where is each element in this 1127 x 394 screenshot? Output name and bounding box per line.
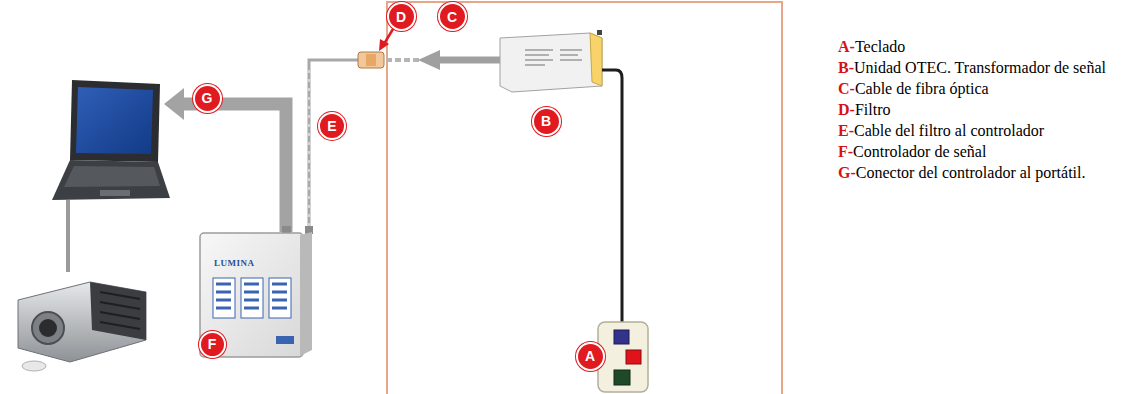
key-description: Cable del filtro al controlador bbox=[854, 122, 1044, 139]
keypad bbox=[598, 322, 648, 392]
key-row: A-Teclado bbox=[838, 36, 1114, 57]
callout-letter: E bbox=[318, 112, 346, 140]
parts-key: A-TecladoB-Unidad OTEC. Transformador de… bbox=[838, 36, 1114, 183]
key-row: E-Cable del filtro al controlador bbox=[838, 120, 1114, 141]
key-letter: C- bbox=[838, 80, 855, 97]
fibre-cable bbox=[384, 50, 500, 70]
keypad-cable bbox=[602, 70, 622, 322]
key-row: C-Cable de fibra óptica bbox=[838, 78, 1114, 99]
callout-letter: G bbox=[193, 84, 222, 113]
callout-letter: A bbox=[576, 342, 605, 371]
key-description: Controlador de señal bbox=[853, 143, 986, 160]
brand-label: LUMINA bbox=[214, 258, 255, 268]
key-description: Conector del controlador al portátil. bbox=[856, 164, 1086, 181]
filter-cable bbox=[309, 60, 358, 232]
key-row: F-Controlador de señal bbox=[838, 141, 1114, 162]
key-description: Filtro bbox=[855, 101, 891, 118]
key-letter: B- bbox=[838, 59, 854, 76]
key-description: Cable de fibra óptica bbox=[855, 80, 989, 97]
filter bbox=[358, 52, 384, 68]
key-row: G-Conector del controlador al portátil. bbox=[838, 162, 1114, 183]
callout-letter: B bbox=[532, 107, 561, 136]
otec-unit bbox=[500, 30, 602, 92]
key-row: D-Filtro bbox=[838, 99, 1114, 120]
connector-arrow bbox=[164, 88, 286, 232]
key-letter: D- bbox=[838, 101, 855, 118]
callout-letter: F bbox=[199, 331, 226, 358]
callout-letter: C bbox=[438, 2, 467, 31]
room-outline bbox=[387, 2, 782, 394]
key-letter: A- bbox=[838, 38, 855, 55]
key-letter: G- bbox=[838, 164, 856, 181]
callout-letter: D bbox=[387, 2, 416, 31]
key-description: Teclado bbox=[855, 38, 905, 55]
key-description: Unidad OTEC. Transformador de señal bbox=[854, 59, 1106, 76]
laptop bbox=[52, 80, 170, 200]
video-wire bbox=[66, 200, 70, 272]
key-letter: E- bbox=[838, 122, 854, 139]
key-row: B-Unidad OTEC. Transformador de señal bbox=[838, 57, 1114, 78]
projector bbox=[18, 282, 146, 371]
key-letter: F- bbox=[838, 143, 853, 160]
